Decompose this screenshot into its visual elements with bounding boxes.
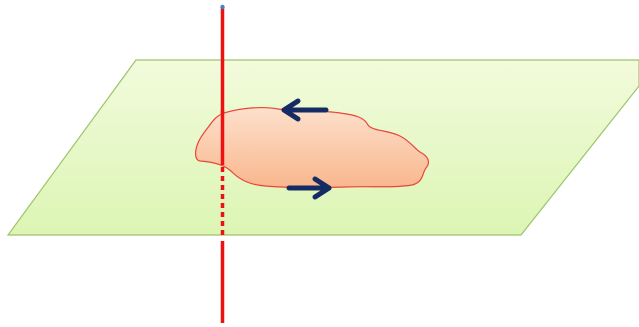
line-top-end-dot bbox=[220, 4, 225, 10]
right-arrow-icon bbox=[286, 176, 332, 200]
left-arrow-icon bbox=[281, 98, 329, 122]
region-on-plane bbox=[195, 107, 430, 189]
